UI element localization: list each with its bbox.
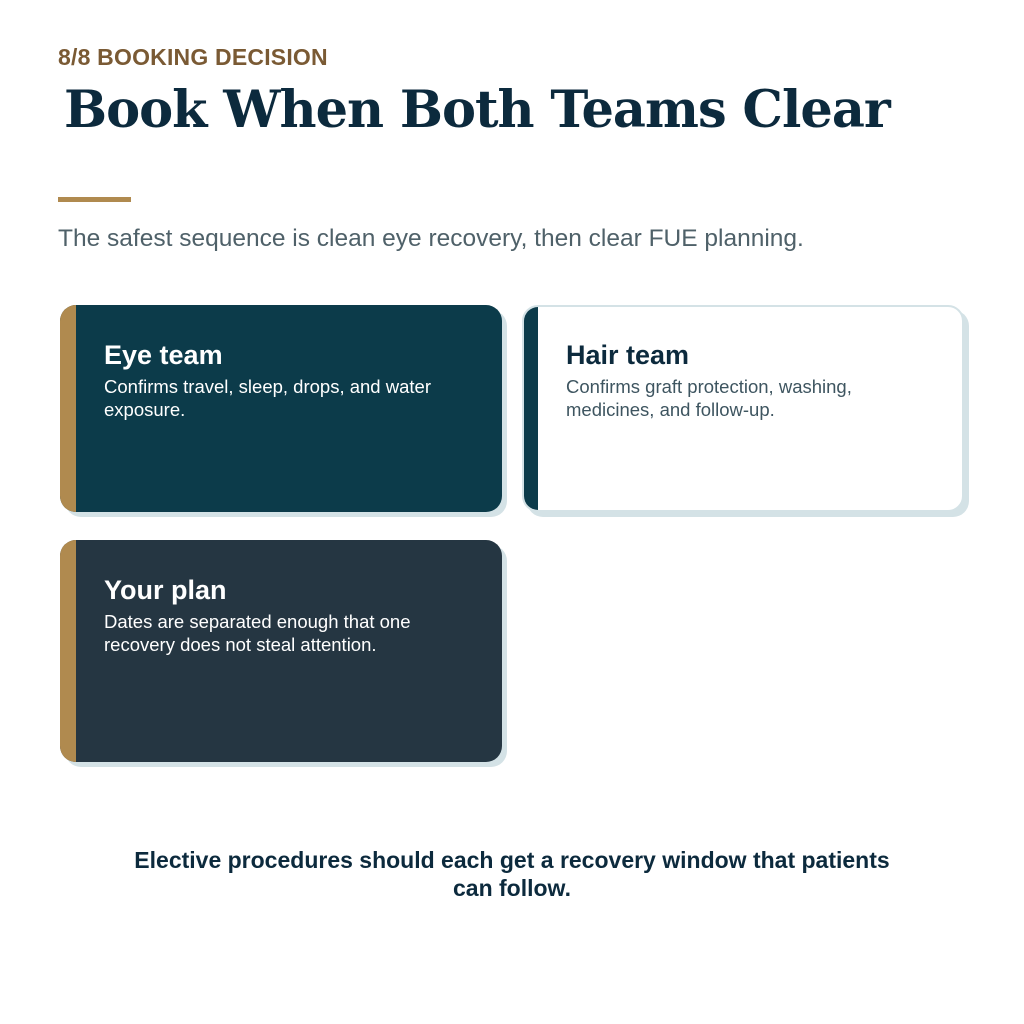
eye-team-card: Eye team Confirms travel, sleep, drops, … (60, 305, 502, 512)
card-accent-bar (60, 540, 76, 762)
title-divider (58, 197, 131, 202)
card-title: Hair team (566, 340, 690, 370)
page-subtitle: The safest sequence is clean eye recover… (58, 225, 804, 252)
your-plan-card: Your plan Dates are separated enough tha… (60, 540, 502, 762)
footer-note: Elective procedures should each get a re… (134, 847, 890, 901)
card-accent-bar (60, 305, 76, 512)
hair-team-card: Hair team Confirms graft protection, was… (522, 305, 964, 512)
card-title: Eye team (104, 340, 223, 370)
page-title: Book When Both Teams Clear (64, 80, 891, 140)
card-body: Confirms travel, sleep, drops, and water… (104, 376, 431, 420)
card-body: Dates are separated enough that one reco… (104, 611, 411, 655)
card-title: Your plan (104, 575, 227, 605)
card-body: Confirms graft protection, washing, medi… (566, 376, 852, 420)
card-accent-bar (524, 307, 538, 510)
section-eyebrow: 8/8 BOOKING DECISION (58, 44, 328, 70)
